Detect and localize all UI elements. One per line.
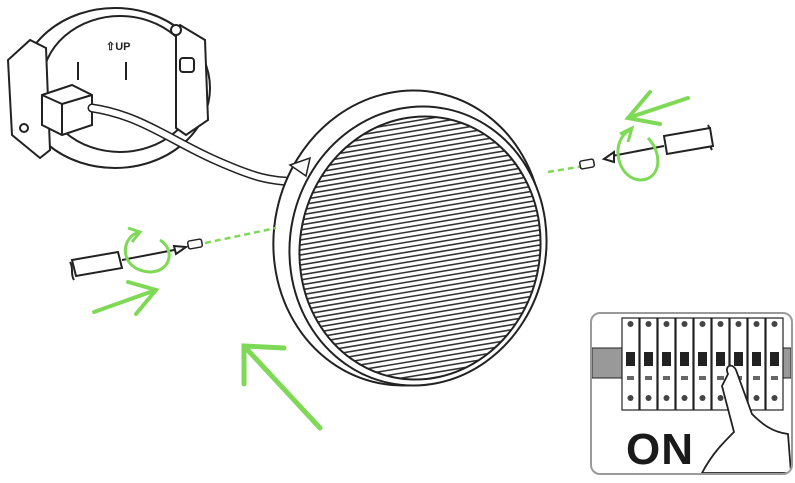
screw-icon [187, 239, 202, 249]
breaker-switch [766, 318, 783, 410]
breaker-switch [622, 318, 639, 410]
breaker-switch [694, 318, 711, 410]
screw-path-left [205, 228, 276, 243]
breaker-panel-inset: ON [590, 312, 793, 475]
push-arrow-icon [628, 92, 688, 124]
orientation-mark: ⇧UP [106, 41, 131, 53]
rotate-arrow-icon [618, 130, 658, 180]
breaker-switch [658, 318, 675, 410]
breaker-switch [640, 318, 657, 410]
breaker-row [592, 318, 791, 410]
screw-icon [579, 159, 594, 169]
breaker-switch [676, 318, 693, 410]
speaker [246, 65, 572, 425]
push-arrow-icon [94, 282, 156, 314]
breaker-switch [748, 318, 765, 410]
switch-state-label: ON [626, 428, 694, 472]
push-arrow-icon [244, 346, 320, 428]
